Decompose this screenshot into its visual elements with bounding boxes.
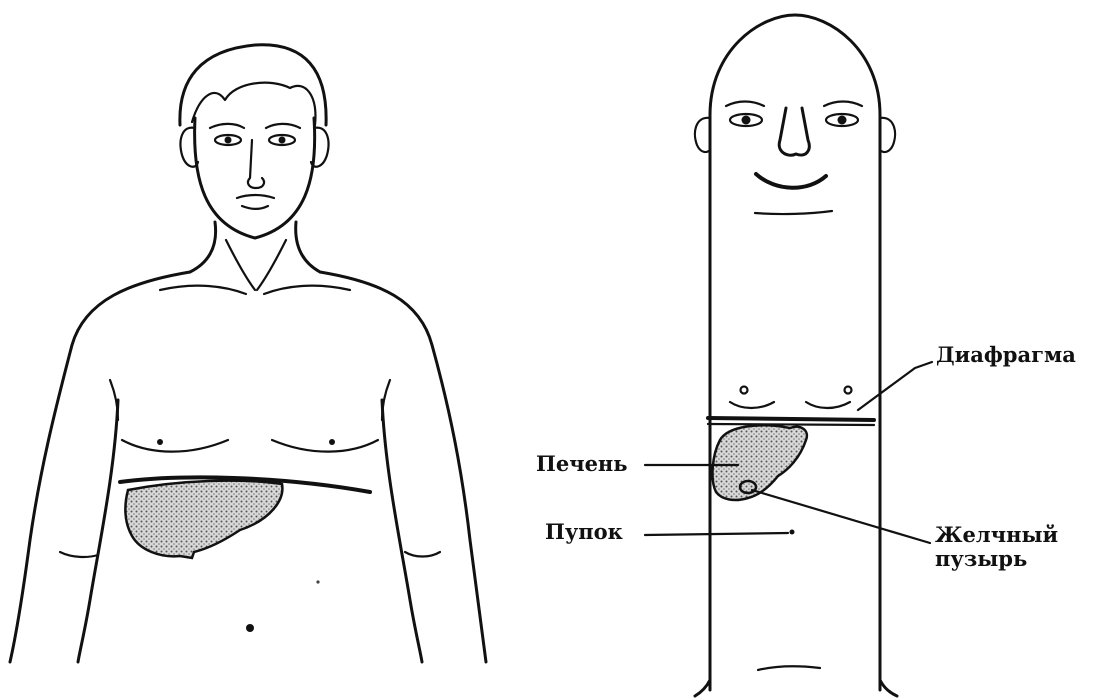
label-diaphragm: Диафрагма	[936, 343, 1076, 367]
schematic-chin	[755, 211, 832, 214]
schematic-right-ear	[880, 118, 895, 152]
schematic-liver	[713, 425, 807, 500]
right-nipple	[329, 439, 335, 445]
schematic-bottom-right	[880, 680, 897, 696]
neck-muscle-right	[257, 240, 286, 290]
pointer-diaphragm	[858, 362, 932, 410]
lower-lip	[242, 206, 268, 209]
navel-left	[246, 624, 254, 632]
schematic-right-pupil	[838, 116, 847, 125]
neck-right	[296, 222, 320, 272]
right-eyebrow	[266, 124, 300, 128]
label-liver: Печень	[536, 452, 628, 476]
left-pectoral	[122, 440, 228, 452]
left-pupil	[225, 137, 232, 144]
right-shoulder-arm	[320, 272, 486, 662]
schematic-right-chest	[806, 402, 850, 408]
hair	[180, 45, 326, 125]
schematic-navel	[790, 530, 795, 535]
left-torso-side	[78, 400, 118, 662]
schematic-left-nipple	[741, 387, 748, 394]
right-hip-crease	[405, 552, 440, 557]
nose	[248, 140, 264, 188]
neck-muscle-left	[226, 240, 255, 290]
schematic-left-chest	[730, 402, 774, 408]
left-eyebrow	[210, 124, 244, 128]
label-gallbladder-line1: Желчный	[935, 523, 1085, 547]
left-armpit	[110, 380, 118, 420]
schematic-left-pupil	[742, 116, 751, 125]
schematic-figure-right	[695, 15, 897, 696]
label-navel: Пупок	[545, 520, 623, 544]
left-clavicle	[160, 286, 246, 294]
right-pectoral	[272, 440, 378, 452]
right-clavicle	[264, 286, 350, 294]
mouth	[237, 195, 274, 198]
schematic-right-nipple	[845, 387, 852, 394]
neck-left	[190, 222, 216, 272]
schematic-right-eyebrow	[824, 102, 862, 107]
schematic-diaphragm-bottom	[708, 424, 874, 425]
schematic-bottom-left	[695, 680, 710, 696]
right-pupil	[279, 137, 286, 144]
pointer-navel	[645, 533, 788, 535]
schematic-pelvis-line	[758, 666, 820, 670]
liver-left	[125, 481, 282, 558]
label-gallbladder-line2: пузырь	[935, 547, 1085, 571]
left-nipple	[157, 439, 163, 445]
right-armpit	[382, 380, 390, 420]
pointer-gallbladder	[752, 490, 930, 543]
left-hip-crease	[60, 552, 98, 557]
speck	[316, 580, 319, 583]
schematic-left-eyebrow	[726, 102, 764, 107]
schematic-diaphragm-top	[708, 418, 874, 420]
hairline	[192, 83, 315, 125]
label-gallbladder: Желчный пузырь	[935, 523, 1085, 571]
face-outline	[195, 118, 315, 238]
schematic-left-ear	[695, 118, 710, 152]
torso-figure-left	[10, 45, 486, 662]
left-shoulder-arm	[10, 272, 190, 662]
schematic-mouth	[756, 174, 826, 188]
schematic-nose	[779, 108, 809, 155]
right-torso-side	[382, 400, 422, 662]
